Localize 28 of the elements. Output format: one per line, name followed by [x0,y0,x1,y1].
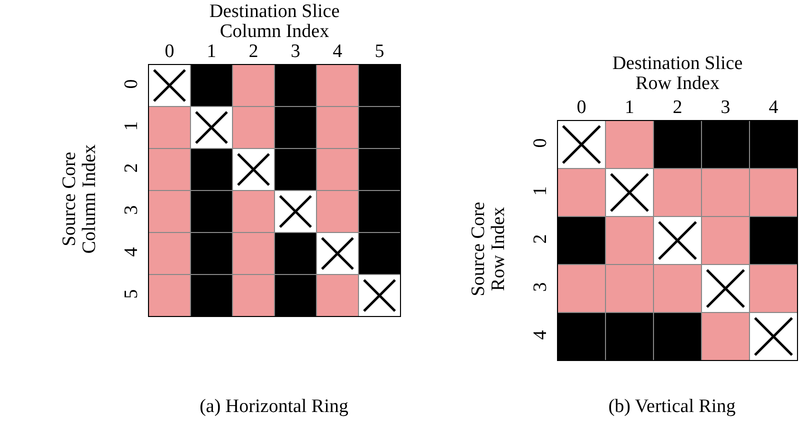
tick-label: 4 [768,98,780,118]
tick-label: 3 [720,98,732,118]
tick-label: 1 [122,120,142,132]
tick-label: 4 [122,246,142,258]
tick-label: 2 [248,42,260,62]
tick-label: 4 [531,328,551,342]
tick-label: 3 [531,280,551,294]
caption: (b) Vertical Ring [607,397,737,417]
tick-label: 3 [290,42,302,62]
tick-label: 1 [624,98,636,118]
tick-label: 0 [531,136,551,150]
axis-title: Source Core Column Index [60,142,100,256]
caption: (a) Horizontal Ring [198,397,350,417]
tick-label: 2 [531,232,551,246]
tick-label: 0 [576,98,588,118]
tick-label: 0 [122,78,142,90]
tick-label: 2 [122,162,142,174]
axis-title: Destination Slice Column Index [208,2,341,42]
tick-label: 2 [672,98,684,118]
axis-title: Source Core Row Index [469,200,509,298]
tick-label: 5 [374,42,386,62]
tick-label: 4 [332,42,344,62]
tick-label: 3 [122,204,142,216]
tick-label: 0 [164,42,176,62]
tick-label: 5 [122,288,142,300]
tick-label: 1 [531,184,551,198]
tick-label: 1 [206,42,218,62]
axis-title: Destination Slice Row Index [611,54,744,94]
